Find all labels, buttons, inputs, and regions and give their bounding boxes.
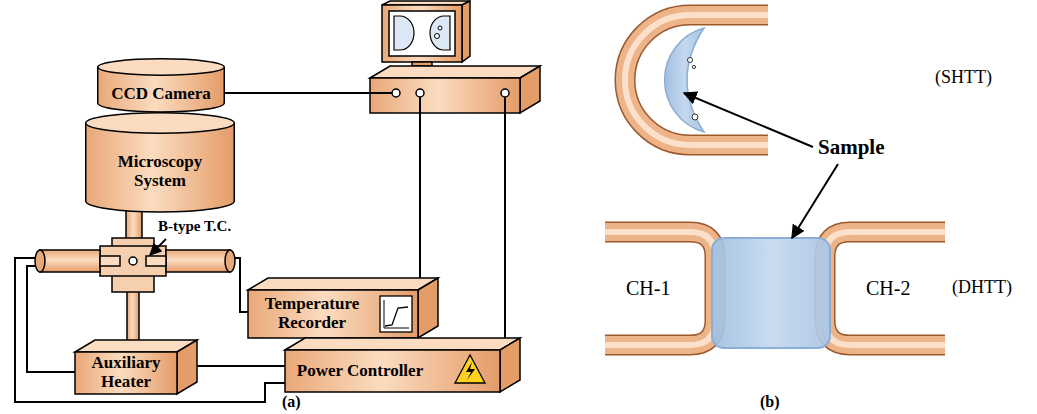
box-top xyxy=(285,338,520,350)
text-area: Temperature Recorder xyxy=(252,290,372,338)
sample-shape xyxy=(712,238,830,348)
cylinder-body xyxy=(86,123,235,212)
node-text: Microscopy System xyxy=(95,153,225,190)
controller-box: Power Controller xyxy=(285,338,520,392)
microscope-cylinder: Microscopy System xyxy=(85,112,235,212)
text-area: Power Controller xyxy=(295,350,425,392)
signal-wire xyxy=(225,93,505,341)
text-area: Microscopy System xyxy=(95,134,225,210)
box-side xyxy=(177,340,197,394)
box-front xyxy=(75,352,177,394)
method-label: (DHTT) xyxy=(952,278,1012,298)
channel-label: CH-1 xyxy=(626,277,670,299)
recorder-box: Temperature Recorder xyxy=(248,278,438,338)
heater-box: Auxiliary Heater xyxy=(75,340,197,394)
box-front xyxy=(248,290,418,338)
leader-arrow xyxy=(792,164,838,238)
leader-arrow xyxy=(684,93,813,147)
text-area: CCD Camera xyxy=(97,76,225,112)
panel-label: (b) xyxy=(760,393,780,411)
node-text: Auxiliary Heater xyxy=(79,354,173,391)
part-label: Sample xyxy=(818,136,885,159)
heating-chamber xyxy=(35,205,235,348)
method-label: (SHTT) xyxy=(935,68,992,88)
node-text: CCD Camera xyxy=(111,85,211,104)
box-side xyxy=(418,278,438,338)
box-side xyxy=(500,338,520,392)
chart-icon xyxy=(380,296,412,332)
warning-icon xyxy=(455,355,485,383)
node-text: Temperature Recorder xyxy=(252,295,372,332)
power-wire xyxy=(15,258,285,402)
box-front xyxy=(285,350,500,392)
node-text: Power Controller xyxy=(297,362,423,381)
computer-box xyxy=(370,66,540,113)
part-label: B-type T.C. xyxy=(158,218,231,235)
panel-label: (a) xyxy=(282,393,301,411)
cylinder-top xyxy=(98,59,225,76)
sample-shape xyxy=(665,28,704,132)
channel-label: CH-2 xyxy=(866,277,910,299)
box-top xyxy=(248,278,438,290)
camera-cylinder: CCD Camera xyxy=(97,58,225,112)
cylinder-top xyxy=(86,113,235,134)
thermocouple-tube xyxy=(625,15,768,145)
text-area: Auxiliary Heater xyxy=(79,352,173,394)
leader-arrow xyxy=(150,239,166,255)
monitor xyxy=(382,1,470,66)
bubble xyxy=(688,58,699,121)
